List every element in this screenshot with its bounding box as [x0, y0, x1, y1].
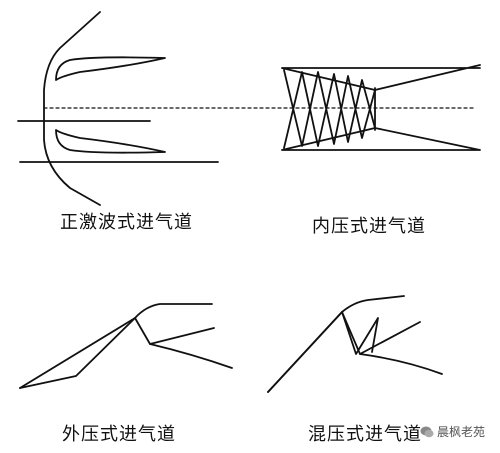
ramp-surface	[19, 317, 233, 389]
normal-shock-front	[43, 11, 101, 206]
shock-train	[267, 311, 379, 393]
watermark: 晨枫老苑	[420, 423, 485, 440]
caption-mixed-compression-inlet: 混压式进气道	[308, 424, 422, 445]
normal-shock-inlet-drawing	[17, 11, 219, 206]
upper-duct-wall	[281, 64, 481, 91]
lower-duct-wall	[281, 127, 481, 151]
lower-cowl-lip	[55, 129, 166, 154]
cowl-surface	[341, 295, 421, 355]
caption-external-compression-inlet: 外压式进气道	[62, 424, 176, 445]
oblique-shock-train	[283, 69, 376, 149]
cowl-surface	[134, 303, 215, 345]
watermark-text: 晨枫老苑	[437, 425, 486, 439]
upper-cowl-lip	[55, 56, 166, 81]
caption-internal-compression-inlet: 内压式进气道	[312, 216, 426, 237]
mixed-compression-inlet-drawing	[267, 295, 443, 393]
oblique-shocks	[19, 317, 136, 389]
wechat-bubble-icon	[420, 426, 434, 437]
external-compression-inlet-drawing	[19, 303, 233, 389]
caption-normal-shock-inlet: 正激波式进气道	[60, 212, 193, 233]
internal-compression-inlet-drawing	[281, 64, 481, 151]
